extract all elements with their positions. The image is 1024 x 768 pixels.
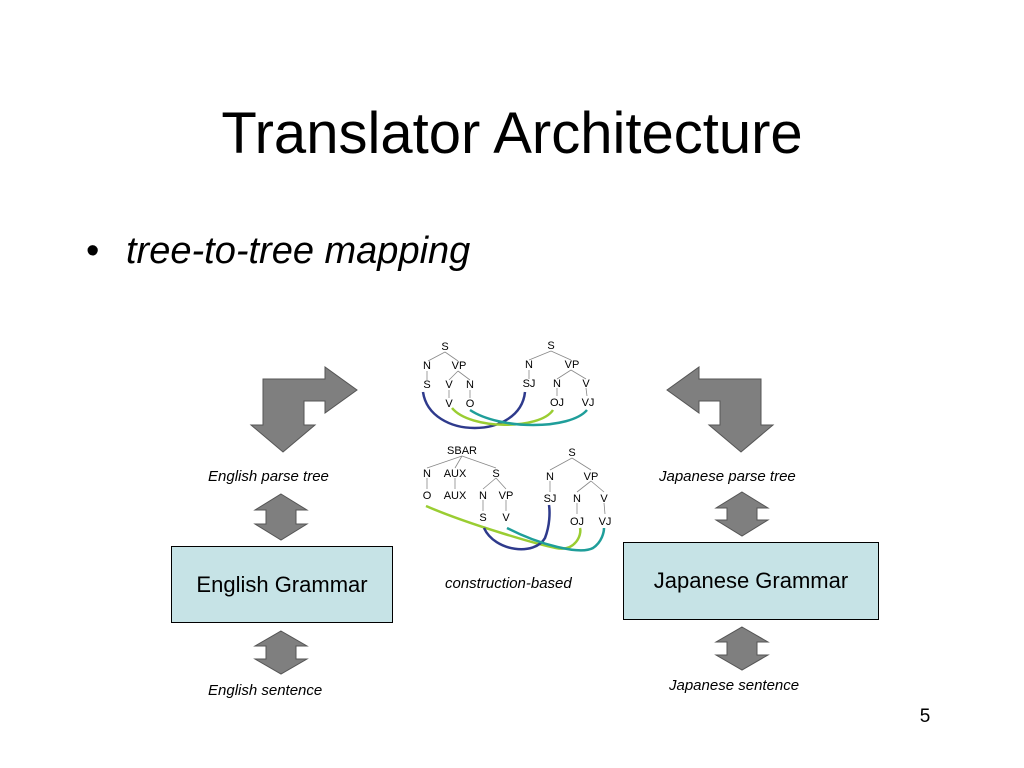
link-subject bbox=[421, 391, 527, 430]
tree-node: N bbox=[466, 379, 474, 391]
english-grammar-sentence-double-arrow bbox=[253, 630, 309, 675]
tree-node: S bbox=[441, 341, 448, 353]
link-subject bbox=[482, 504, 551, 551]
bottom-english-tree: SBAR N AUX S O AUX N VP S V bbox=[423, 445, 514, 524]
tree-node: V bbox=[445, 379, 453, 391]
tree-node: V bbox=[502, 512, 510, 524]
tree-node: SJ bbox=[523, 378, 536, 390]
tree-node: V bbox=[600, 493, 608, 505]
tree-node: N bbox=[479, 490, 487, 502]
bullet-text: tree-to-tree mapping bbox=[126, 230, 471, 272]
tree-node: SBAR bbox=[447, 445, 477, 457]
top-japanese-tree: S N VP SJ N V OJ VJ bbox=[523, 340, 595, 409]
english-sentence-label: English sentence bbox=[208, 682, 323, 699]
tree-node: S bbox=[547, 340, 554, 352]
tree-node: VJ bbox=[599, 516, 612, 528]
tree-node: AUX bbox=[444, 468, 467, 480]
page-number: 5 bbox=[919, 706, 931, 727]
tree-node: O bbox=[423, 490, 432, 502]
tree-node: S bbox=[423, 379, 430, 391]
tree-node: V bbox=[445, 398, 453, 410]
tree-node: O bbox=[466, 398, 475, 410]
bullet-item: • tree-to-tree mapping bbox=[86, 230, 470, 273]
tree-node: VJ bbox=[582, 397, 595, 409]
construction-based-label: construction-based bbox=[445, 575, 572, 592]
link-object bbox=[425, 504, 582, 550]
bullet-dot-icon: • bbox=[86, 230, 100, 272]
tree-node: V bbox=[582, 378, 590, 390]
tree-node: N bbox=[423, 468, 431, 480]
japanese-sentence-label: Japanese sentence bbox=[669, 677, 800, 694]
japanese-grammar-label: Japanese Grammar bbox=[653, 568, 849, 593]
japanese-grammar-box: Japanese Grammar bbox=[623, 542, 879, 620]
top-tree-mapping-links bbox=[421, 391, 588, 430]
tree-node: OJ bbox=[550, 397, 564, 409]
tree-node: N bbox=[423, 360, 431, 372]
tree-node: S bbox=[479, 512, 486, 524]
japanese-to-tree-bent-arrow bbox=[666, 366, 775, 453]
japanese-grammar-sentence-double-arrow bbox=[714, 626, 770, 671]
slide-title: Translator Architecture bbox=[221, 101, 803, 166]
english-to-tree-bent-arrow bbox=[249, 366, 358, 453]
tree-node: N bbox=[573, 493, 581, 505]
bottom-tree-mapping-links bbox=[425, 504, 606, 552]
english-tree-grammar-double-arrow bbox=[253, 493, 309, 541]
japanese-tree-grammar-double-arrow bbox=[714, 491, 770, 537]
tree-node: N bbox=[525, 359, 533, 371]
tree-node: OJ bbox=[570, 516, 584, 528]
tree-node: N bbox=[553, 378, 561, 390]
english-grammar-label: English Grammar bbox=[196, 571, 368, 597]
tree-node: VP bbox=[499, 490, 514, 502]
japanese-parse-tree-label: Japanese parse tree bbox=[659, 468, 796, 485]
tree-node: S bbox=[568, 447, 575, 459]
top-english-tree: S N VP S V N V O bbox=[423, 341, 475, 410]
tree-node: S bbox=[492, 468, 499, 480]
tree-node: AUX bbox=[444, 490, 467, 502]
tree-node: VP bbox=[565, 359, 580, 371]
link-verb bbox=[506, 526, 606, 552]
tree-node: SJ bbox=[544, 493, 557, 505]
link-object bbox=[451, 407, 555, 426]
tree-node: N bbox=[546, 471, 554, 483]
link-verb bbox=[469, 408, 588, 427]
english-parse-tree-label: English parse tree bbox=[208, 468, 329, 485]
tree-node: VP bbox=[452, 360, 467, 372]
english-grammar-box: English Grammar bbox=[171, 546, 393, 623]
tree-node: VP bbox=[584, 471, 599, 483]
bottom-japanese-tree: S N VP SJ N V OJ VJ bbox=[544, 447, 612, 528]
